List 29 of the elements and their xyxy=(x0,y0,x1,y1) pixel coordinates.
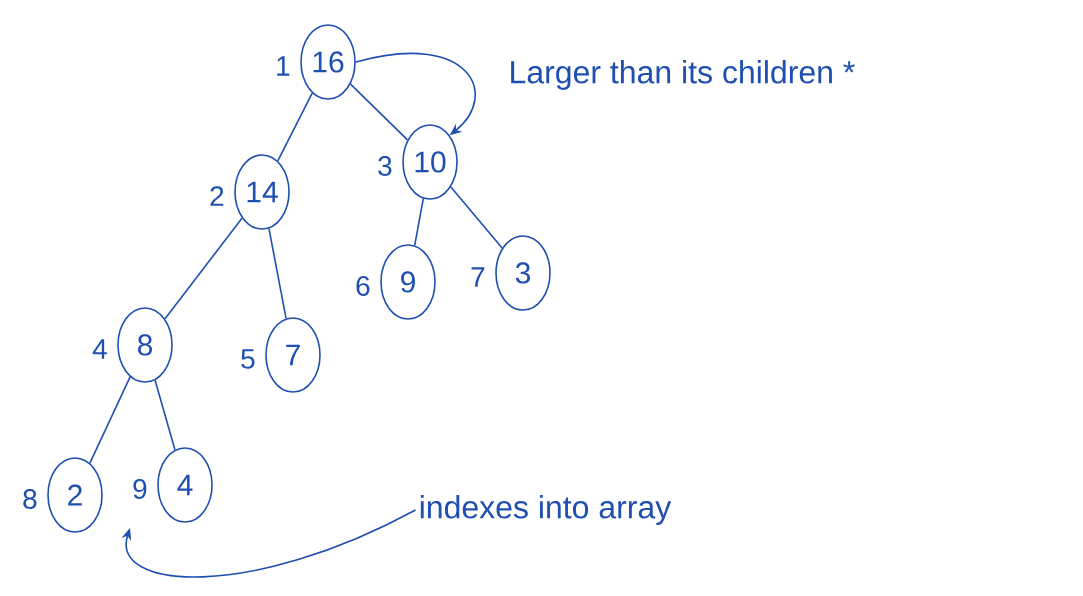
index-number: 2 xyxy=(210,186,224,206)
heap-node: 14 xyxy=(234,154,290,230)
heap-node: 8 xyxy=(117,307,173,383)
heap-node: 9 xyxy=(380,244,436,320)
index-number: 5 xyxy=(241,349,255,369)
tree-edge xyxy=(164,217,243,320)
heap-node: 2 xyxy=(47,457,103,533)
index-number: 3 xyxy=(378,156,392,176)
tree-edge xyxy=(349,83,409,141)
index-number: 4 xyxy=(92,339,107,359)
tree-edge xyxy=(154,379,176,451)
tree-edge xyxy=(277,92,314,162)
tree-edge xyxy=(268,227,287,320)
heap-node: 16 xyxy=(300,24,356,100)
heap-node: 3 xyxy=(495,235,551,311)
curved-arrow xyxy=(121,509,417,578)
heap-node: 10 xyxy=(402,124,458,200)
tree-edge xyxy=(413,197,425,247)
index-number: 1 xyxy=(277,56,290,76)
heap-node: 4 xyxy=(157,447,213,523)
tree-edge xyxy=(89,376,131,464)
tree-edge xyxy=(450,186,503,249)
index-number: 9 xyxy=(133,479,147,499)
note-text: indexes into array xyxy=(420,495,672,525)
index-number: 7 xyxy=(471,267,485,287)
index-number: 8 xyxy=(23,489,37,509)
heap-node: 7 xyxy=(265,317,321,393)
index-number: 6 xyxy=(356,276,370,296)
note-text: Larger than its children * xyxy=(511,60,855,90)
